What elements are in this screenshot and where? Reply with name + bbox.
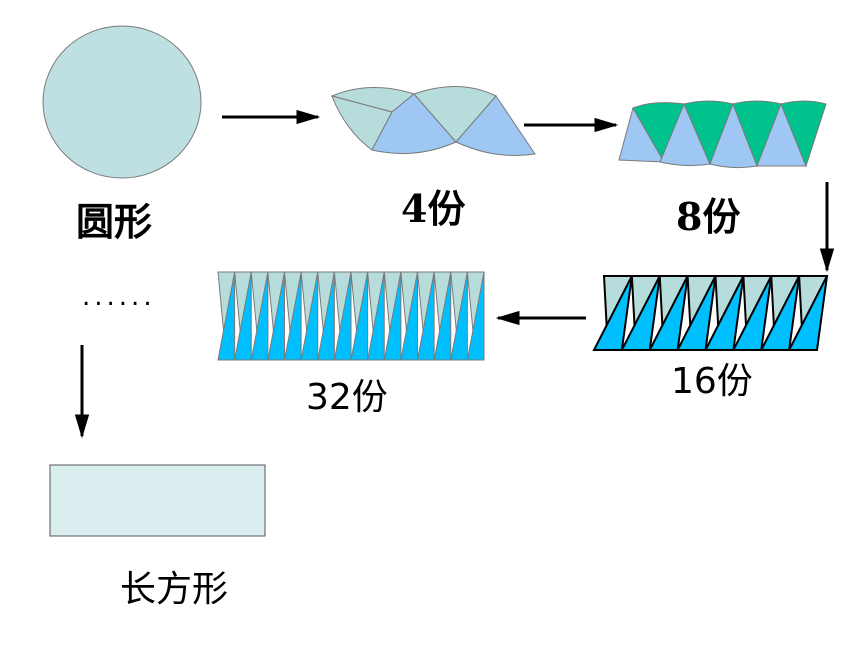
sixteen-bottom-piece [620,275,661,351]
circle-label: 圆形 [76,199,153,244]
sixteen-bottom-piece [675,275,717,351]
eight-pieces-label: 8份 [676,194,741,239]
sixteen-bottom-piece [648,275,689,351]
thirtytwo-bottom-piece [416,271,435,361]
eight-piece-8 [780,100,827,168]
thirtytwo-bottom-piece [367,271,385,361]
thirtytwo-bottom-piece [317,271,335,361]
sixteen-bottom-piece [592,275,633,351]
thirtytwo-bottom-piece [400,271,418,361]
thirtytwo-pieces-label: 32份 [306,377,388,418]
circle-shape [42,25,202,179]
sixteen-bottom-piece [731,275,773,351]
ellipsis-label: ...... [82,282,156,312]
eight-pieces-shape [618,100,827,169]
sixteen-pieces-label: 16份 [671,361,753,402]
four-pieces-shape [330,86,536,156]
four-pieces-label: 4份 [401,186,466,231]
thirtytwo-bottom-piece [333,271,352,361]
four-piece-5 [455,95,536,156]
sixteen-bottom-piece [787,275,828,351]
thirtytwo-bottom-piece [283,271,302,361]
thirtytwo-bottom-piece [350,271,369,361]
rectangle-label: 长方形 [120,569,229,610]
thirtytwo-bottom-piece [267,271,285,361]
thirtytwo-pieces-shape [217,271,485,361]
rectangle-shape [49,464,266,537]
sixteen-bottom-piece [759,275,801,351]
thirtytwo-bottom-piece [234,271,252,361]
thirtytwo-bottom-piece [450,271,468,361]
thirtytwo-bottom-piece [433,271,452,361]
thirtytwo-bottom-piece [383,271,402,361]
thirtytwo-bottom-piece [300,271,319,361]
sixteen-bottom-piece [703,275,745,351]
thirtytwo-bottom-piece [250,271,269,361]
sixteen-pieces-shape [592,275,829,351]
thirtytwo-bottom-piece [466,271,485,361]
thirtytwo-bottom-piece [217,271,236,361]
